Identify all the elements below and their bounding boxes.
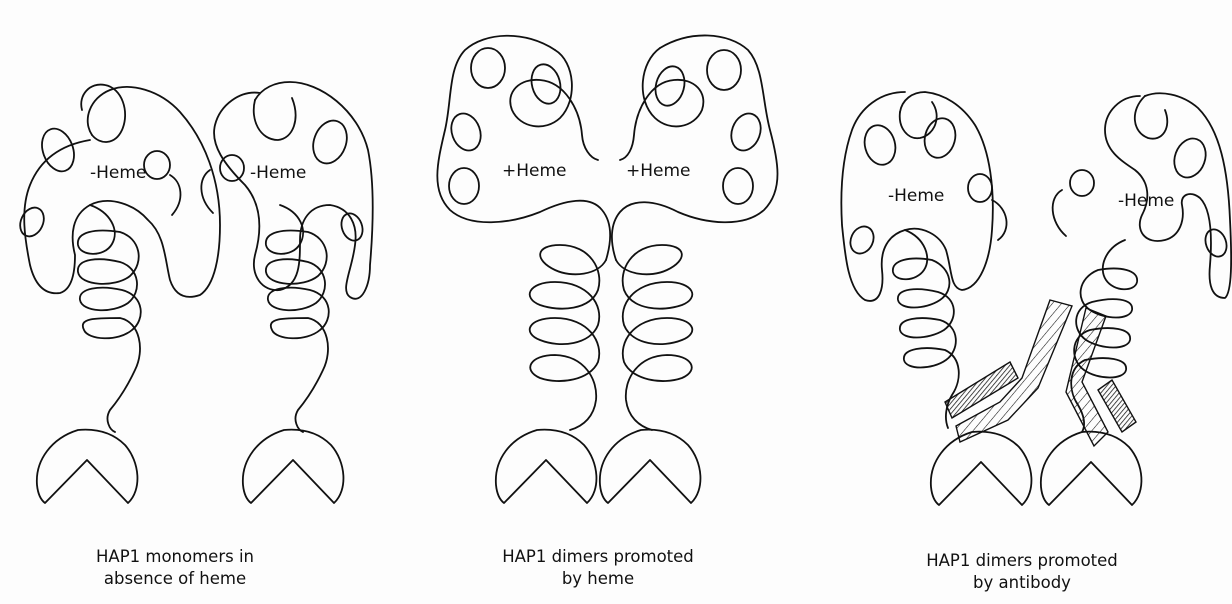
panel-caption-line1: HAP1 dimers promoted — [502, 547, 694, 566]
panel-caption-line1: HAP1 dimers promoted — [926, 551, 1118, 570]
panel-caption-line2: by heme — [562, 569, 634, 588]
heme-loop — [449, 168, 479, 204]
heme-tail — [201, 170, 213, 213]
heme-domain-top-curl — [254, 98, 296, 140]
panel-caption-line2: absence of heme — [104, 569, 246, 588]
heme-loop — [220, 155, 244, 181]
dna-binding-domain — [1041, 432, 1142, 505]
heme-loop — [1169, 134, 1211, 182]
antibody — [945, 300, 1136, 446]
dna-binding-domain — [931, 432, 1032, 505]
heme-loop — [707, 50, 741, 90]
heme-tail — [992, 200, 1007, 240]
heme-domain-outline — [214, 82, 373, 299]
coiled-coil-helix — [78, 205, 141, 432]
dna-binding-domain — [243, 430, 344, 503]
hap1-monomer-right: -Heme — [201, 82, 372, 503]
hap1-dimer-right-subunit: +Heme — [600, 35, 778, 503]
hap1-monomer-right: -Heme — [1041, 93, 1231, 505]
heme-loop — [920, 115, 959, 161]
panel-monomers: -Heme -Heme HAP1 monomers in absence of … — [16, 82, 373, 588]
heme-loop — [726, 109, 765, 154]
heme-loop — [723, 168, 753, 204]
heme-tail — [1053, 190, 1066, 236]
heme-loop — [846, 223, 878, 258]
heme-label: +Heme — [502, 161, 567, 181]
panel-caption-line1: HAP1 monomers in — [96, 547, 254, 566]
heme-loop — [860, 122, 899, 168]
heme-domain-outline — [24, 87, 220, 297]
heme-label: -Heme — [90, 163, 146, 183]
heme-label: -Heme — [1118, 191, 1174, 211]
coiled-coil-helix — [266, 205, 329, 432]
hap1-monomer-left: -Heme — [841, 92, 1031, 505]
panel-heme-dimers: +Heme +Heme HAP1 dimers promoted by heme — [437, 35, 777, 588]
heme-loop — [968, 174, 992, 202]
hap1-monomer-left: -Heme — [16, 85, 220, 503]
heme-loop — [1202, 226, 1230, 259]
heme-loop — [1070, 170, 1094, 196]
panel-antibody-dimers: -Heme -Heme HAP1 dimers promoted by anti… — [841, 92, 1231, 592]
heme-domain-top-curl — [900, 102, 937, 138]
heme-domain-outline — [437, 36, 610, 260]
heme-domain-top-curl — [510, 50, 598, 160]
coiled-coil-helix — [530, 245, 606, 430]
panel-caption-line2: by antibody — [973, 573, 1071, 592]
heme-domain-top-curl — [1135, 96, 1167, 139]
dna-binding-domain — [496, 430, 597, 503]
heme-label: +Heme — [626, 161, 691, 181]
heme-loop — [144, 151, 170, 179]
heme-label: -Heme — [888, 186, 944, 206]
heme-loop — [527, 61, 564, 107]
heme-label: -Heme — [250, 163, 306, 183]
coiled-coil-helix — [616, 245, 692, 430]
dna-binding-domain — [600, 430, 701, 503]
heme-tail — [170, 175, 180, 215]
heme-domain-outline — [612, 35, 778, 260]
heme-loop — [36, 124, 79, 176]
heme-loop — [307, 116, 352, 168]
heme-loop — [471, 48, 505, 88]
heme-loop — [16, 204, 49, 240]
hap1-dimer-left-subunit: +Heme — [437, 36, 610, 503]
dna-binding-domain — [37, 430, 138, 503]
heme-loop — [338, 210, 366, 243]
heme-loop — [446, 109, 485, 154]
